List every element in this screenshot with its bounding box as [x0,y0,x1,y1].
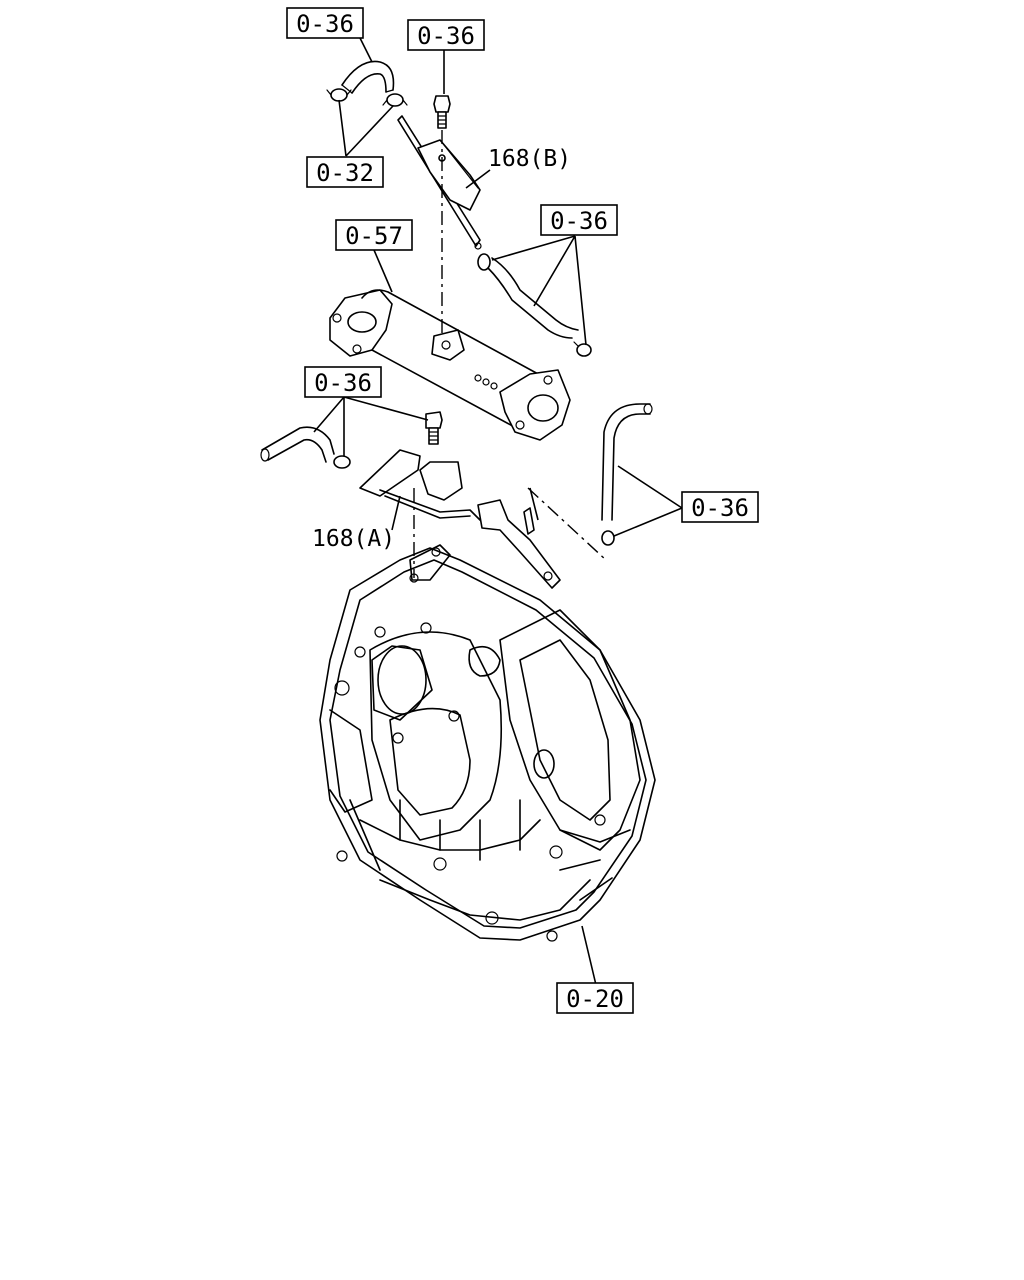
hose-clamp-mid-right [573,341,592,357]
bracket-168b [397,115,482,250]
callout-0-36-right: 0-36 [681,491,759,523]
callout-0-36-mid-right: 0-36 [540,204,618,236]
hose-right-vertical [601,403,653,521]
callout-0-36-mid-left: 0-36 [304,366,382,398]
callout-text: 0-36 [550,207,608,235]
hose-lower-left [260,426,335,463]
bracket-168a [359,449,561,589]
callout-text: 0-32 [316,159,374,187]
callout-0-32: 0-32 [306,156,384,188]
hose-clamp-mid-left [477,253,491,271]
callout-0-20: 0-20 [556,982,634,1014]
callout-text: 0-36 [417,22,475,50]
part-label-168b: 168(B) [488,146,571,172]
callout-0-36-top-left: 0-36 [286,7,364,39]
callout-text: 0-57 [345,222,403,250]
callout-0-36-top-center: 0-36 [407,19,485,51]
callout-text: 0-20 [566,985,624,1013]
callout-text: 0-36 [296,10,354,38]
bolt-lower [425,411,443,445]
hose-clamp-right [601,530,615,546]
hose-clamp-upper-left [326,88,352,102]
hose-clamp-lower-left [333,455,351,469]
callout-text: 0-36 [691,494,749,522]
callout-0-57: 0-57 [335,219,413,251]
hose-middle-right [487,257,579,339]
callout-text: 0-36 [314,369,372,397]
part-label-168a: 168(A) [312,526,395,552]
hose-clamp-upper-right [382,93,408,107]
water-pipe [329,289,571,441]
assembly-line-right [527,487,607,561]
flywheel-housing [319,544,656,942]
assembly-line-right-2 [529,487,539,521]
bolt-upper [433,95,451,129]
leader-lines [313,37,683,986]
upper-left-hose [341,60,395,94]
